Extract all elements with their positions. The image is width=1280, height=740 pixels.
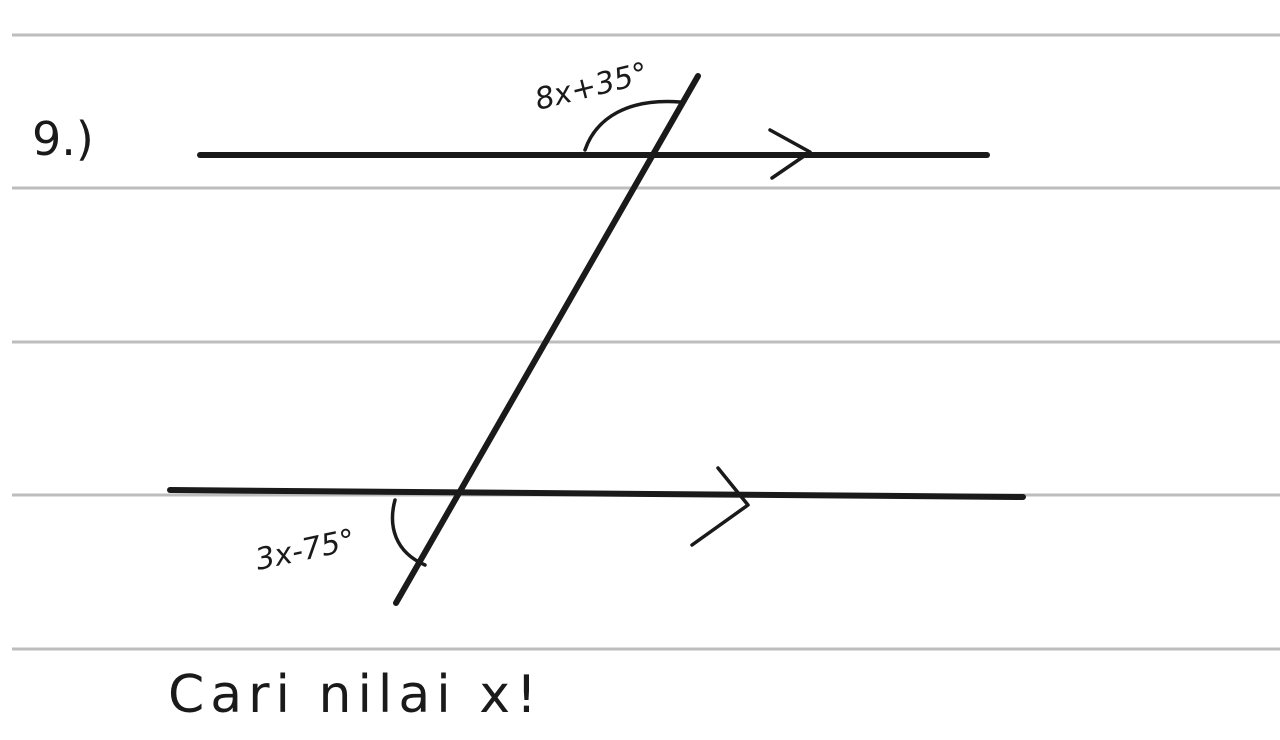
angle-label-top: 8x+35° [531, 56, 651, 118]
question-text: Cari nilai x! [168, 665, 543, 725]
angle-label-bottom: 3x-75° [252, 523, 358, 578]
parallel-arrow-bottom [690, 466, 750, 547]
angle-arc-top [583, 99, 682, 152]
angle-arc-bottom [390, 498, 427, 567]
notebook-rules [12, 33, 1280, 651]
parallel-line-bottom [167, 487, 1026, 500]
parallel-arrow-top [768, 128, 812, 180]
problem-number: 9.) [32, 112, 94, 166]
transversal-line [393, 73, 701, 606]
